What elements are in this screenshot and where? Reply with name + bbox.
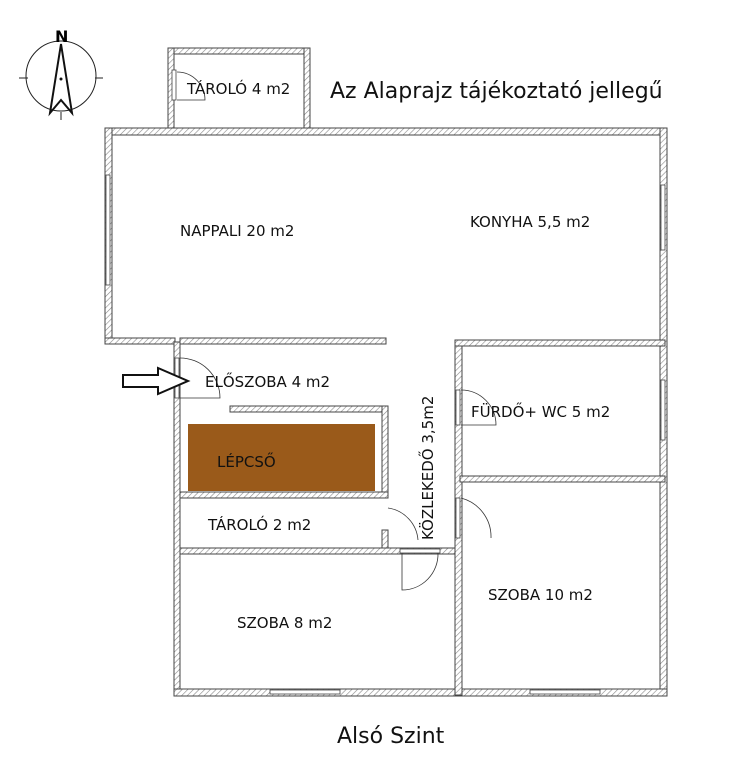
room-label-storage-4: TÁROLÓ 4 m2 [186,79,290,98]
room-label-living: NAPPALI 20 m2 [180,222,294,240]
north-compass-icon: N [19,27,103,120]
wall [167,47,311,55]
room-label-hall: ELŐSZOBA 4 m2 [205,371,330,391]
room-label-corridor: KÖZLEKEDŐ 3,5m2 [417,396,437,540]
room-label-bathroom: FÜRDŐ+ WC 5 m2 [471,401,610,421]
wall [303,47,311,129]
wall [173,688,668,697]
staircase [188,424,375,491]
wall [459,475,666,483]
entrance-arrow-icon [122,366,191,396]
wall [381,529,389,549]
wall [104,337,176,345]
room-label-kitchen: KONYHA 5,5 m2 [470,213,590,231]
floor-level-label: Alsó Szint [337,724,445,749]
wall [179,547,456,555]
wall [454,339,666,347]
wall [104,127,668,136]
compass-north-label: N [55,27,68,46]
wall [179,491,389,499]
wall [229,405,389,413]
wall [381,405,389,497]
room-label-room-10: SZOBA 10 m2 [488,586,593,604]
room-label-stairs: LÉPCSŐ [217,451,276,471]
wall [179,337,387,345]
room-label-storage-2: TÁROLÓ 2 m2 [207,515,311,534]
room-label-room-8: SZOBA 8 m2 [237,614,332,632]
plan-disclaimer-title: Az Alaprajz tájékoztató jellegű [330,79,663,104]
